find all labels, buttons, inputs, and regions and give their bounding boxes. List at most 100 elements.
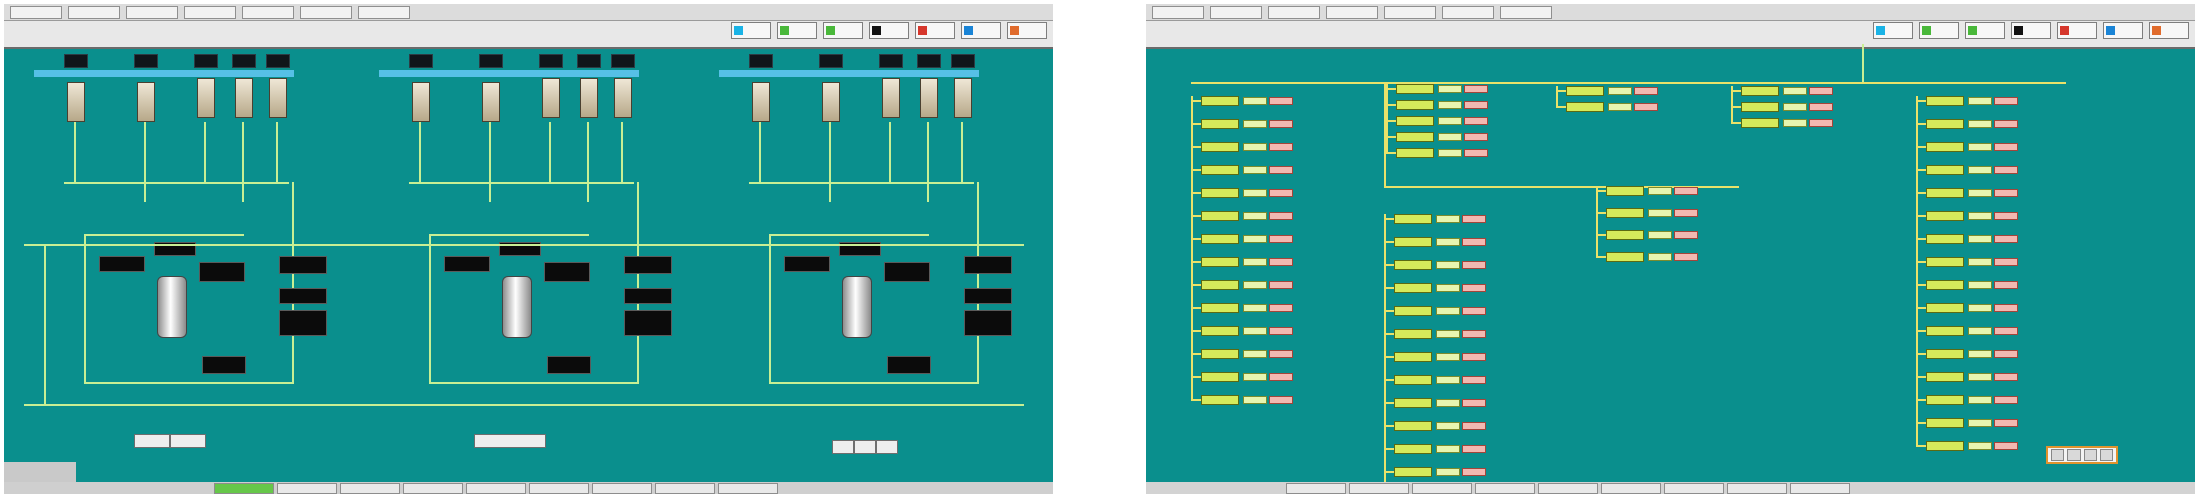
tree-node[interactable]: [1926, 119, 1964, 129]
tree-node[interactable]: [1201, 234, 1239, 244]
tree-node[interactable]: [1396, 100, 1434, 110]
toolbar-button[interactable]: [915, 22, 955, 39]
status-tab[interactable]: [1349, 482, 1409, 494]
menu-item[interactable]: [10, 5, 62, 19]
tree-node[interactable]: [1566, 86, 1604, 96]
menu-item[interactable]: [1500, 5, 1552, 19]
status-tab[interactable]: [1475, 482, 1535, 494]
breaker-device[interactable]: [954, 78, 972, 118]
tree-node[interactable]: [1394, 237, 1432, 247]
toolbar-button[interactable]: [869, 22, 909, 39]
control-button[interactable]: [134, 434, 170, 448]
alarm-indicator[interactable]: [2046, 446, 2118, 464]
breaker-device[interactable]: [482, 82, 500, 122]
control-button[interactable]: [854, 440, 876, 454]
tree-node[interactable]: [1926, 441, 1964, 451]
status-tab[interactable]: [1664, 482, 1724, 494]
tree-node[interactable]: [1926, 418, 1964, 428]
tree-node[interactable]: [1396, 148, 1434, 158]
tree-node[interactable]: [1201, 165, 1239, 175]
tank[interactable]: [157, 276, 187, 338]
breaker-device[interactable]: [920, 78, 938, 118]
control-button[interactable]: [832, 440, 854, 454]
breaker-device[interactable]: [542, 78, 560, 118]
tree-node[interactable]: [1396, 84, 1434, 94]
menu-item[interactable]: [126, 5, 178, 19]
control-button[interactable]: [170, 434, 206, 448]
tree-node[interactable]: [1396, 132, 1434, 142]
toolbar-button[interactable]: [2103, 22, 2143, 39]
tree-node[interactable]: [1926, 395, 1964, 405]
toolbar-button[interactable]: [731, 22, 771, 39]
status-tab[interactable]: [1538, 482, 1598, 494]
tree-node[interactable]: [1606, 252, 1644, 262]
tree-node[interactable]: [1396, 116, 1434, 126]
menu-item[interactable]: [1210, 5, 1262, 19]
tree-node[interactable]: [1926, 257, 1964, 267]
menu-item[interactable]: [1384, 5, 1436, 19]
menu-item[interactable]: [300, 5, 352, 19]
breaker-device[interactable]: [235, 78, 253, 118]
tree-node[interactable]: [1606, 208, 1644, 218]
tree-node[interactable]: [1926, 211, 1964, 221]
toolbar-button[interactable]: [2011, 22, 2051, 39]
tree-node[interactable]: [1201, 395, 1239, 405]
status-tab[interactable]: [1601, 482, 1661, 494]
status-tab[interactable]: [1790, 482, 1850, 494]
tree-node[interactable]: [1926, 234, 1964, 244]
toolbar-button[interactable]: [1873, 22, 1913, 39]
tree-node[interactable]: [1201, 96, 1239, 106]
tree-node[interactable]: [1741, 118, 1779, 128]
menu-item[interactable]: [1326, 5, 1378, 19]
tree-node[interactable]: [1201, 326, 1239, 336]
tree-node[interactable]: [1394, 375, 1432, 385]
status-tab[interactable]: [340, 482, 400, 494]
toolbar-button[interactable]: [1919, 22, 1959, 39]
menu-item[interactable]: [184, 5, 236, 19]
tree-node[interactable]: [1201, 188, 1239, 198]
menu-item[interactable]: [358, 5, 410, 19]
control-button[interactable]: [474, 434, 546, 448]
tree-node[interactable]: [1394, 352, 1432, 362]
toolbar-button[interactable]: [1007, 22, 1047, 39]
status-tab[interactable]: [592, 482, 652, 494]
tank[interactable]: [502, 276, 532, 338]
tree-node[interactable]: [1394, 467, 1432, 477]
tree-node[interactable]: [1741, 102, 1779, 112]
menu-item[interactable]: [1442, 5, 1494, 19]
status-tab[interactable]: [1412, 482, 1472, 494]
breaker-device[interactable]: [137, 82, 155, 122]
menu-item[interactable]: [68, 5, 120, 19]
tree-node[interactable]: [1926, 165, 1964, 175]
tree-node[interactable]: [1926, 349, 1964, 359]
breaker-device[interactable]: [67, 82, 85, 122]
menu-item[interactable]: [1268, 5, 1320, 19]
tree-node[interactable]: [1201, 142, 1239, 152]
tree-node[interactable]: [1201, 211, 1239, 221]
tank[interactable]: [842, 276, 872, 338]
breaker-device[interactable]: [197, 78, 215, 118]
tree-node[interactable]: [1926, 280, 1964, 290]
status-tab[interactable]: [1727, 482, 1787, 494]
breaker-device[interactable]: [412, 82, 430, 122]
tree-node[interactable]: [1394, 306, 1432, 316]
status-tab[interactable]: [277, 482, 337, 494]
breaker-device[interactable]: [269, 78, 287, 118]
menu-item[interactable]: [242, 5, 294, 19]
status-tab[interactable]: [466, 482, 526, 494]
status-tab[interactable]: [529, 482, 589, 494]
breaker-device[interactable]: [614, 78, 632, 118]
tree-node[interactable]: [1926, 96, 1964, 106]
status-tab[interactable]: [655, 482, 715, 494]
tree-node[interactable]: [1201, 119, 1239, 129]
tree-node[interactable]: [1394, 398, 1432, 408]
toolbar-button[interactable]: [2149, 22, 2189, 39]
tree-node[interactable]: [1201, 349, 1239, 359]
tree-node[interactable]: [1201, 303, 1239, 313]
tree-node[interactable]: [1741, 86, 1779, 96]
breaker-device[interactable]: [882, 78, 900, 118]
tree-node[interactable]: [1394, 444, 1432, 454]
tree-node[interactable]: [1926, 142, 1964, 152]
status-tab[interactable]: [403, 482, 463, 494]
breaker-device[interactable]: [822, 82, 840, 122]
